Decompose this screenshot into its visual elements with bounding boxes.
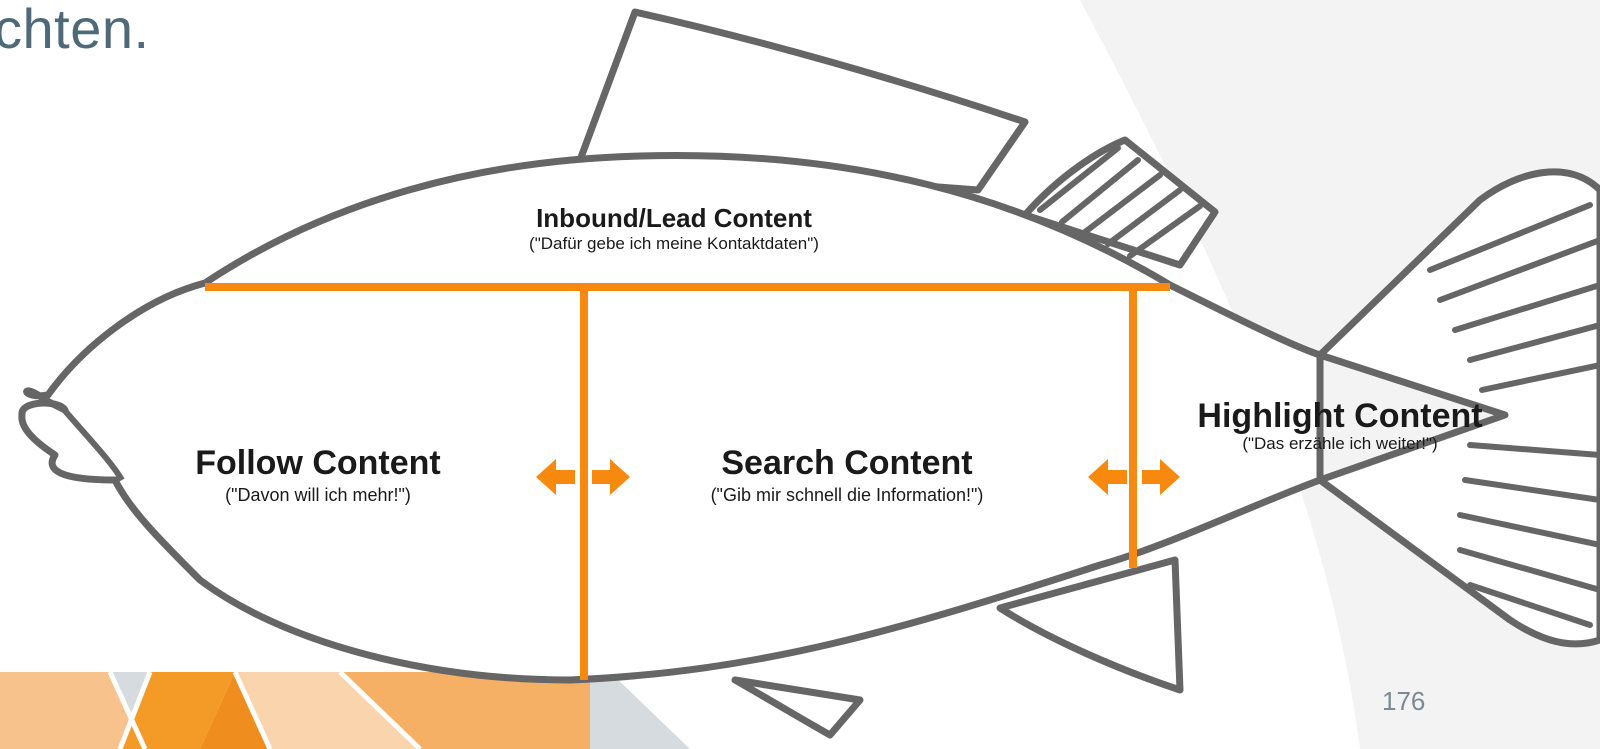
dorsal-fin (576, 8, 1029, 194)
decorative-band (0, 670, 690, 749)
page-number: 176 (1382, 686, 1426, 716)
tail-fin-stripes (1427, 202, 1600, 628)
follow-section-label: Follow Content ("Davon will ich mehr!") (195, 444, 441, 506)
inbound-title: Inbound/Lead Content (536, 203, 812, 233)
arrows-left-pair (536, 459, 630, 495)
band-shape-orange (120, 672, 235, 749)
highlight-subtitle: ("Das erzähle ich weiter!") (1242, 434, 1438, 453)
anal-fin (996, 556, 1184, 694)
band-shape-gray-right (590, 672, 690, 749)
pelvic-fin (731, 676, 864, 739)
search-subtitle: ("Gib mir schnell die Information!") (710, 485, 984, 505)
arrow-right-icon (1142, 459, 1180, 495)
section-dividers (205, 283, 1170, 680)
band-shape-light-orange-left (0, 672, 145, 749)
fish-mouth (57, 403, 125, 482)
highlight-section-label: Highlight Content ("Das erzähle ich weit… (1197, 397, 1482, 454)
highlight-title: Highlight Content (1197, 397, 1483, 435)
follow-title: Follow Content (195, 444, 441, 482)
band-shape-orange-lower (200, 672, 270, 749)
rear-dorsal-fin-stripes (1037, 145, 1203, 259)
inbound-lead-section-label: Inbound/Lead Content ("Dafür gebe ich me… (529, 203, 819, 254)
slide-heading: chten. (0, 0, 150, 60)
arrow-right-icon (592, 459, 630, 495)
search-section-label: Search Content ("Gib mir schnell die Inf… (711, 444, 984, 506)
band-shape-pale (235, 672, 420, 749)
inbound-subtitle: ("Dafür gebe ich meine Kontaktdaten") (529, 234, 819, 253)
arrows-right-pair (1088, 459, 1180, 495)
follow-subtitle: ("Davon will ich mehr!") (225, 485, 411, 505)
arrow-left-icon (536, 459, 575, 495)
search-title: Search Content (721, 444, 973, 482)
arrow-left-icon (1088, 459, 1127, 495)
tail-fin (1316, 168, 1600, 648)
